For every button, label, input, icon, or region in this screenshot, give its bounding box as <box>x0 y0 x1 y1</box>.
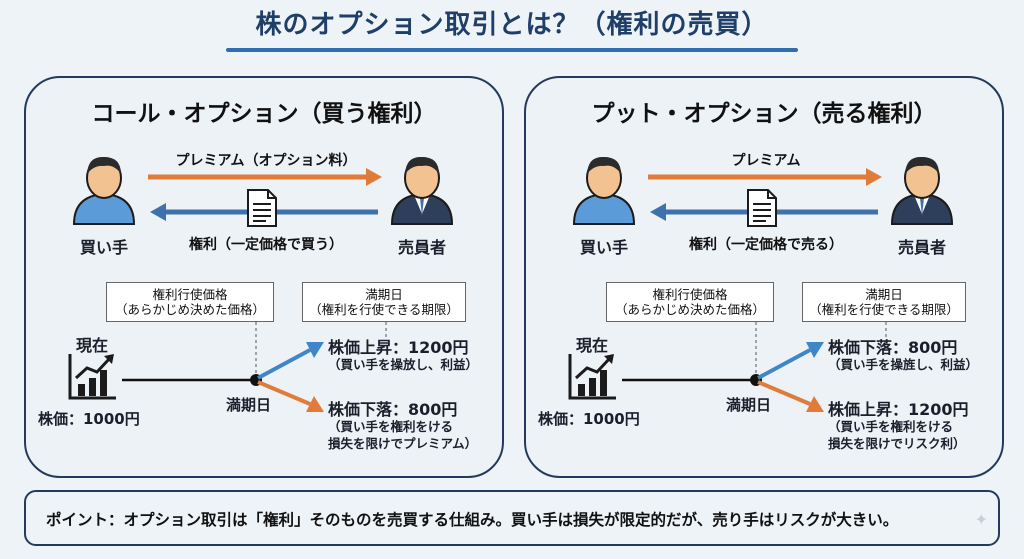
buyer-label: 買い手 <box>79 238 128 257</box>
strike-price-callout: 権利行使価格 （あらかじめ決めた価格） <box>106 282 274 322</box>
current-price-label: 株価：1000円 <box>38 410 140 428</box>
strike-price-callout: 権利行使価格 （あらかじめ決めた価格） <box>606 282 774 322</box>
put-option-panel: プット・オプション（売る権利） <box>524 76 1004 478</box>
current-price-label: 株価：1000円 <box>538 410 640 428</box>
expiry-label: 満期日 <box>226 396 272 414</box>
stock-chart-icon <box>68 354 116 400</box>
up-outcome-note: （買い手を操放し、利益） <box>328 357 479 372</box>
page-title: 株のオプション取引とは？（権利の売買） <box>255 10 769 40</box>
call-option-panel: コール・オプション（買う権利） <box>24 76 504 478</box>
down-outcome-note: （買い手を権利をける 損失を限けでリスク利） <box>828 419 966 451</box>
buyer-person-icon <box>572 156 636 225</box>
premium-label: プレミアム（オプション料） <box>175 153 357 169</box>
key-point-box: ポイント：オプション取引は「権利」そのものを売買する仕組み。買い手は損失が限定的… <box>24 490 1000 546</box>
document-icon <box>247 189 277 227</box>
down-branch-arrow <box>757 380 824 412</box>
document-icon <box>747 189 777 227</box>
premium-arrow <box>648 168 882 186</box>
panel-title: プット・オプション（売る権利） <box>591 101 937 127</box>
seller-person-icon <box>390 156 454 225</box>
stock-chart-icon <box>568 354 616 400</box>
expiry-callout: 満期日 （権利を行使できる期限） <box>302 282 466 322</box>
right-label: 権利（一定価格で買う） <box>189 237 343 253</box>
now-label: 現在 <box>576 336 609 355</box>
panel-graphics <box>68 156 454 412</box>
buyer-label: 買い手 <box>579 238 628 257</box>
up-branch-arrow <box>257 342 324 380</box>
buyer-person-icon <box>72 156 136 225</box>
up-branch-arrow <box>757 342 824 380</box>
sparkle-icon: ✦ <box>974 510 988 529</box>
expiry-label: 満期日 <box>726 396 772 414</box>
panel-graphics <box>568 156 954 412</box>
now-label: 現在 <box>76 336 109 355</box>
right-label: 権利（一定価格で売る） <box>689 237 843 253</box>
expiry-callout: 満期日 （権利を行使できる期限） <box>802 282 966 322</box>
up-outcome: 株価上昇：1200円 <box>328 338 469 357</box>
up-outcome-note: （買い手を操旌し、利益） <box>828 357 979 372</box>
down-outcome: 株価上昇：1200円 <box>828 400 969 419</box>
title-underline <box>226 48 798 52</box>
key-point-text: ポイント：オプション取引は「権利」そのものを売買する仕組み。買い手は損失が限定的… <box>46 511 899 529</box>
premium-arrow <box>148 168 382 186</box>
seller-label: 売員者 <box>897 238 946 257</box>
up-outcome: 株価下落：800円 <box>828 338 958 357</box>
down-branch-arrow <box>257 380 324 412</box>
seller-person-icon <box>890 156 954 225</box>
panel-title: コール・オプション（買う権利） <box>91 101 437 127</box>
premium-label: プレミアム <box>731 153 801 169</box>
down-outcome: 株価下落：800円 <box>328 400 458 419</box>
seller-label: 売員者 <box>397 238 446 257</box>
down-outcome-note: （買い手を権利をける 損失を限けでプレミアム） <box>328 419 478 451</box>
